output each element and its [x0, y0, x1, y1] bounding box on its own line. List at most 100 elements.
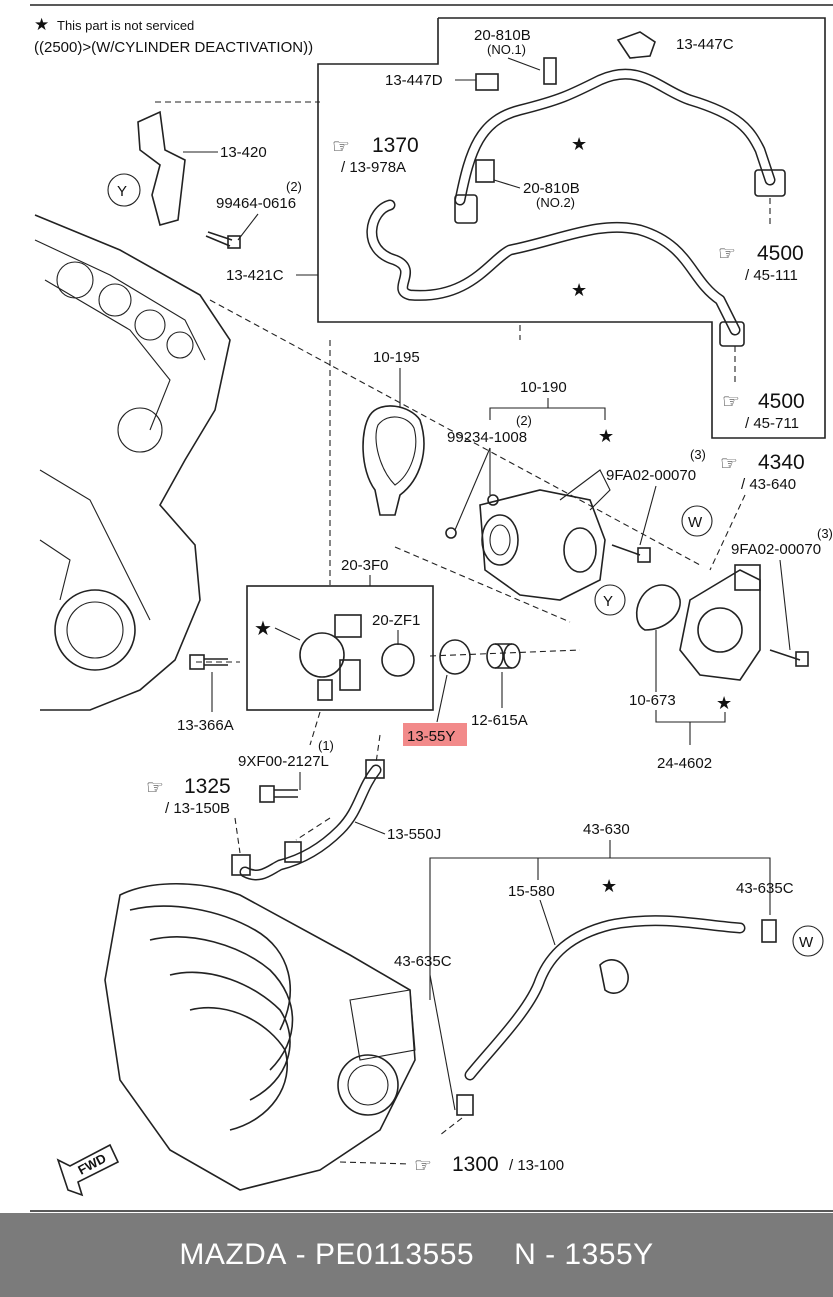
- assembly-box-20-3f0: [246, 585, 434, 711]
- label-13-366a: 13-366A: [177, 717, 234, 734]
- ref-4340-sub: / 43-640: [741, 476, 796, 493]
- pipe-nut: [231, 854, 251, 876]
- pipe-bracket: [284, 841, 302, 863]
- ref-4500b-sub: / 45-711: [745, 415, 799, 432]
- hose-connector: [454, 194, 478, 224]
- star-icon: ★: [716, 693, 732, 713]
- ref-1325-sub: / 13-150B: [165, 800, 230, 817]
- ref-w: W: [688, 514, 703, 531]
- clip-20-810b-no1: [543, 57, 557, 85]
- ref-4500a: 4500: [757, 242, 804, 265]
- ref-y-2: Y: [603, 593, 613, 610]
- star-icon: ★: [601, 876, 617, 896]
- vacuum-hose-lower: [366, 199, 741, 336]
- ref-1325: 1325: [184, 775, 231, 798]
- condition-note: ((2500)>(W/CYLINDER DEACTIVATION)): [34, 39, 313, 56]
- sleeve-12-615a: [486, 643, 521, 669]
- pipe-nut: [365, 759, 385, 779]
- ref-y-circle: [107, 173, 141, 207]
- qty-3a: (3): [690, 447, 706, 462]
- ref-1370-sub: / 13-978A: [341, 159, 406, 176]
- footer-sep: -: [286, 1238, 315, 1271]
- qty-1: (1): [318, 738, 334, 753]
- hose-clamp: [599, 959, 629, 994]
- qty-2b: (2): [516, 413, 532, 428]
- ref-4340: 4340: [758, 451, 805, 474]
- bolt-head: [259, 785, 275, 803]
- hand-pointer-icon: ☞: [146, 777, 164, 799]
- label-20-810b: 20-810B: [474, 27, 531, 44]
- bolt: [611, 544, 641, 556]
- vacuum-hose-upper: [454, 68, 776, 206]
- label-10-195: 10-195: [373, 349, 420, 366]
- hand-pointer-icon: ☞: [722, 391, 740, 413]
- hose-connector: [719, 321, 745, 347]
- footer-catalog-ref: N - 1355Y: [514, 1238, 654, 1271]
- label-99234-1008: 99234-1008: [447, 429, 527, 446]
- gasket-10-195: [362, 405, 425, 516]
- label-9fa02-a: 9FA02-00070: [606, 467, 696, 484]
- hand-pointer-icon: ☞: [718, 243, 736, 265]
- bolt-head: [227, 235, 241, 249]
- bracket-13-420: [137, 110, 186, 226]
- star-icon: ★: [254, 618, 272, 640]
- hose-connector: [754, 169, 786, 197]
- label-13-447c: 13-447C: [676, 36, 734, 53]
- label-13-550j: 13-550J: [387, 826, 441, 843]
- footer-part-number: PE0113555: [315, 1238, 475, 1271]
- label-15-580: 15-580: [508, 883, 555, 900]
- label-43-635c-right: 43-635C: [736, 880, 794, 897]
- gasket-10-673: [635, 584, 681, 631]
- label-13-420: 13-420: [220, 144, 267, 161]
- label-20-810b-2: 20-810B: [523, 180, 580, 197]
- fwd-label: FWD: [75, 1151, 108, 1178]
- ref-1300-sub: / 13-100: [509, 1157, 564, 1174]
- ref-w-circle: [792, 925, 824, 957]
- ref-4500a-sub: / 45-111: [745, 267, 798, 284]
- hand-pointer-icon: ☞: [720, 453, 738, 475]
- label-20-zf1: 20-ZF1: [372, 612, 420, 629]
- label-10-673: 10-673: [629, 692, 676, 709]
- ref-4500b: 4500: [758, 390, 805, 413]
- footer-bar: MAZDA - PE0113555 N - 1355Y: [0, 1213, 833, 1297]
- ref-y-circle: [594, 584, 626, 616]
- bolt: [274, 789, 298, 798]
- o-ring-20-zf1: [381, 643, 415, 677]
- label-13-55y: 13-55Y: [407, 728, 455, 745]
- label-9xf00-2127l: 9XF00-2127L: [238, 753, 329, 770]
- clip-43-635c: [761, 919, 777, 943]
- hand-pointer-icon: ☞: [414, 1155, 432, 1177]
- solenoid-valve: [299, 614, 362, 701]
- hose-callout-box: [317, 17, 826, 439]
- qty-2a: (2): [286, 179, 302, 194]
- star-icon: ★: [34, 15, 49, 34]
- bolt-head: [795, 651, 809, 667]
- label-13-447d: 13-447D: [385, 72, 443, 89]
- label-20-810b-no1: (NO.1): [487, 42, 526, 57]
- label-10-190: 10-190: [520, 379, 567, 396]
- hose-15-580: [464, 915, 746, 1081]
- star-icon: ★: [598, 426, 614, 446]
- engine-block: [34, 214, 231, 711]
- hand-pointer-icon: ☞: [332, 136, 350, 158]
- highlight-box: [403, 723, 467, 746]
- clip-43-635c: [456, 1094, 474, 1116]
- qty-3b: (3): [817, 526, 833, 541]
- bolt: [769, 649, 801, 661]
- label-20-810b-no2: (NO.2): [536, 195, 575, 210]
- pump-body-10-190: [479, 469, 611, 601]
- label-9fa02-b: 9FA02-00070: [731, 541, 821, 558]
- star-icon: ★: [571, 280, 587, 300]
- ref-w-circle: [681, 505, 713, 537]
- clip-13-447d: [475, 73, 499, 91]
- label-43-635c-left: 43-635C: [394, 953, 452, 970]
- ref-w-2: W: [799, 934, 814, 951]
- ref-1370: 1370: [372, 134, 419, 157]
- bolt-head: [189, 654, 205, 670]
- label-20-3f0: 20-3F0: [341, 557, 389, 574]
- clip-13-447c: [616, 31, 656, 59]
- parts-diagram: ★ This part is not serviced ((2500)>(W/C…: [30, 4, 833, 1212]
- footer-brand: MAZDA: [179, 1238, 287, 1271]
- label-24-4602: 24-4602: [657, 755, 712, 772]
- bolt: [204, 658, 228, 666]
